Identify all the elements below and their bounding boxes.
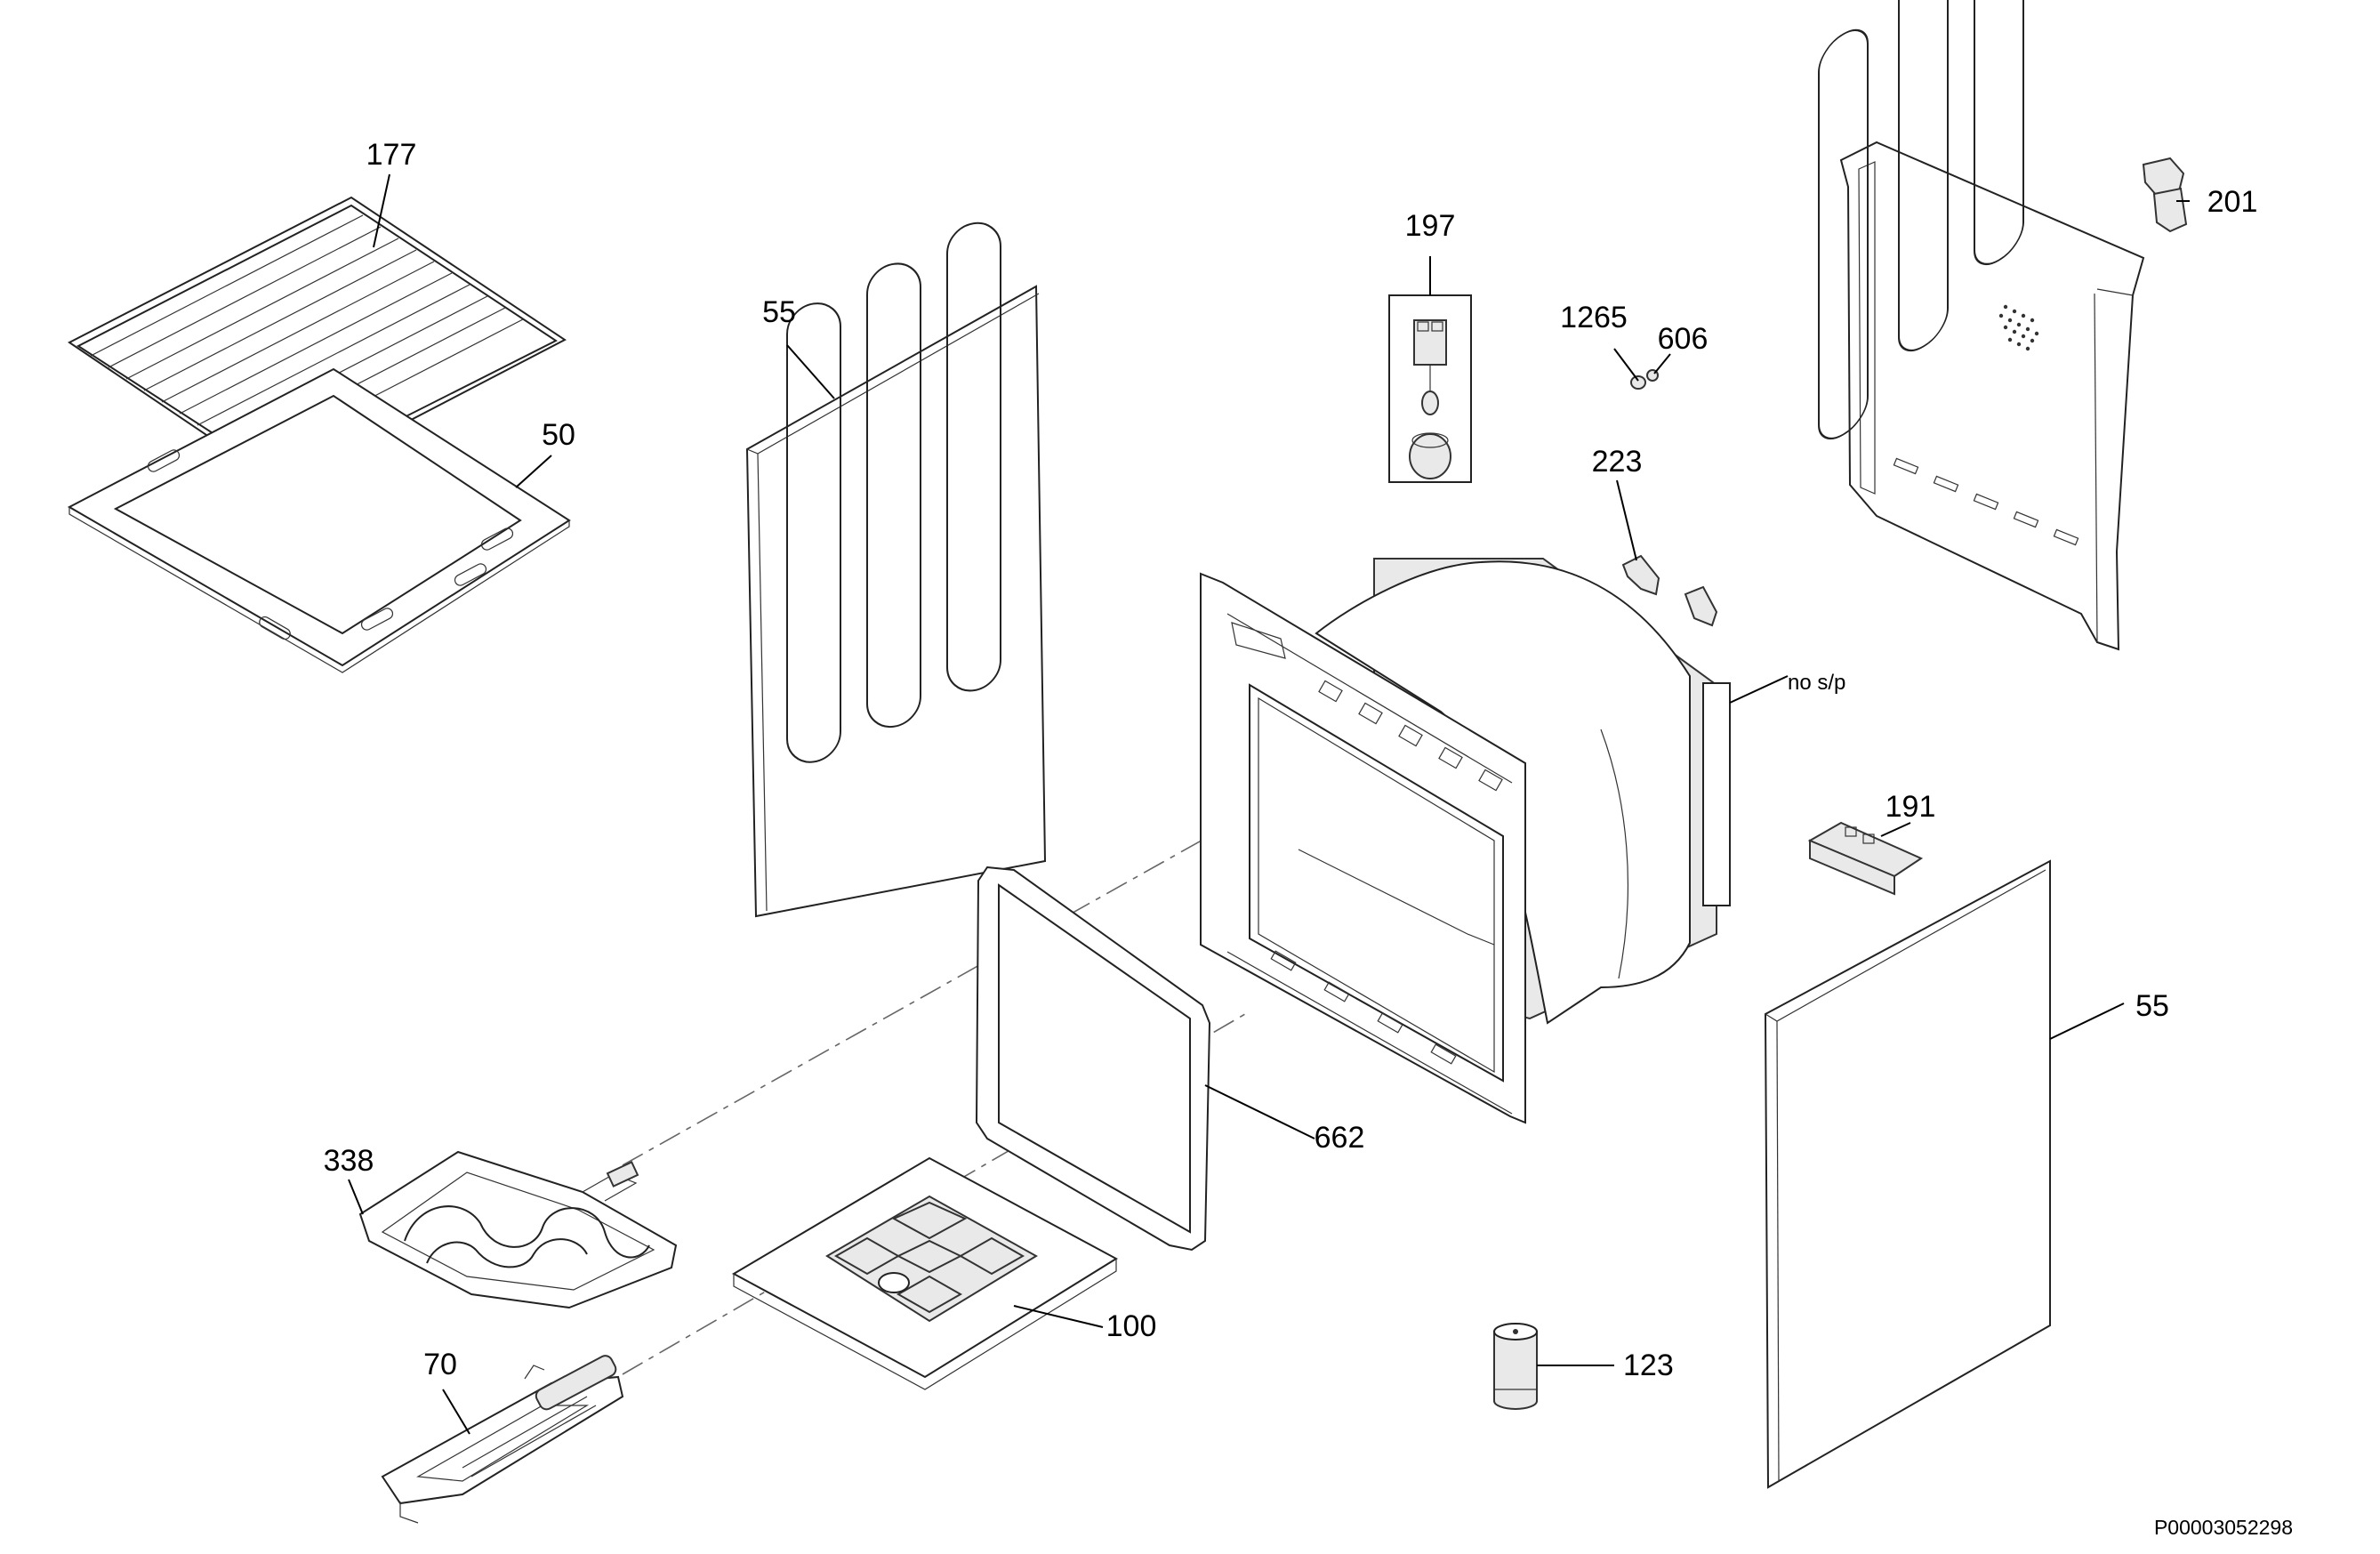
part-bottom-plate — [731, 1156, 1118, 1390]
callout-1265: 1265 — [1560, 301, 1628, 334]
part-oven-front-frame — [1200, 572, 1526, 1124]
callout-177: 177 — [366, 138, 417, 172]
part-lamp-assembly — [1388, 294, 1472, 483]
part-module — [1807, 821, 1924, 896]
part-grill-element — [358, 1150, 678, 1309]
leader-lines — [348, 173, 2190, 1435]
part-cylinder — [1493, 1323, 1538, 1410]
callout-123: 123 — [1623, 1349, 1674, 1382]
callout-labels: 177 50 55 197 1265 606 223 201 no s/p 19… — [324, 138, 2258, 1382]
callout-201: 201 — [2207, 185, 2258, 219]
callout-338: 338 — [324, 1144, 374, 1178]
callout-223: 223 — [1592, 445, 1643, 479]
callout-50: 50 — [542, 418, 575, 452]
part-rack-frame — [67, 367, 571, 673]
part-burner — [381, 1355, 624, 1524]
callout-70: 70 — [423, 1348, 457, 1381]
callout-no-sp: no s/p — [1788, 671, 1845, 695]
callout-606: 606 — [1658, 322, 1709, 356]
callout-55-left: 55 — [762, 295, 796, 329]
part-door-seal — [975, 866, 1211, 1252]
callout-100: 100 — [1106, 1309, 1157, 1343]
callout-197: 197 — [1405, 209, 1456, 243]
callout-662: 662 — [1315, 1121, 1365, 1155]
callout-191: 191 — [1886, 790, 1936, 824]
callout-55-right: 55 — [2135, 989, 2169, 1023]
part-brackets — [1621, 554, 1718, 627]
part-side-panel-left — [745, 221, 1047, 918]
part-side-panel-right — [1764, 0, 2051, 1489]
document-id: P00003052298 — [2154, 1516, 2293, 1539]
part-clip — [2142, 157, 2188, 233]
